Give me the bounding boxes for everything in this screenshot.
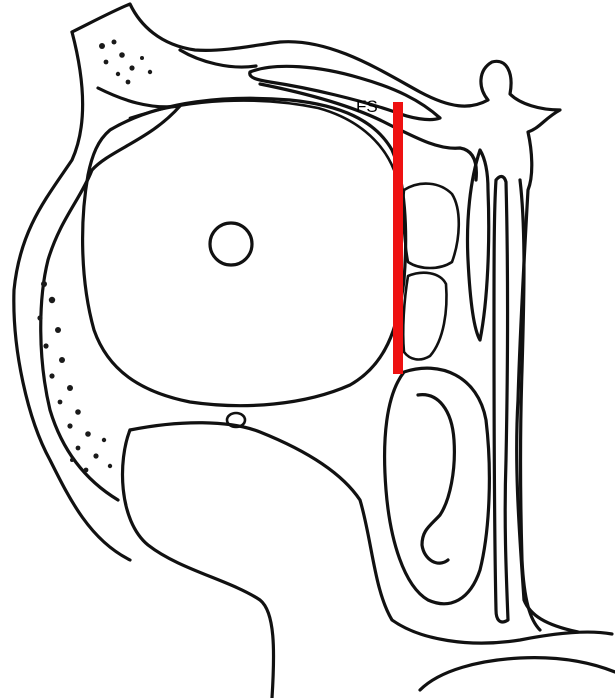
maxilla-contour (130, 423, 612, 643)
inferior-turbinate (418, 395, 454, 563)
palate-contour (420, 658, 615, 690)
fs-marker-line (393, 102, 403, 374)
maxillary-sinus (385, 368, 490, 604)
nasal-septum (494, 176, 508, 621)
lateral-nasal-wall (520, 180, 540, 630)
middle-turbinate (468, 150, 489, 340)
bone-stipple-upper (99, 40, 152, 85)
fs-label: FS (356, 98, 378, 115)
cheek-contour (123, 430, 274, 698)
bone-stipple-lateral (37, 281, 112, 472)
ethmoid-cell-lower (403, 273, 446, 360)
inner-left-contour (41, 88, 180, 500)
ethmoid-cell-upper (403, 184, 459, 268)
optic-nerve-circle (210, 223, 252, 265)
left-orbit-rim (14, 32, 130, 560)
